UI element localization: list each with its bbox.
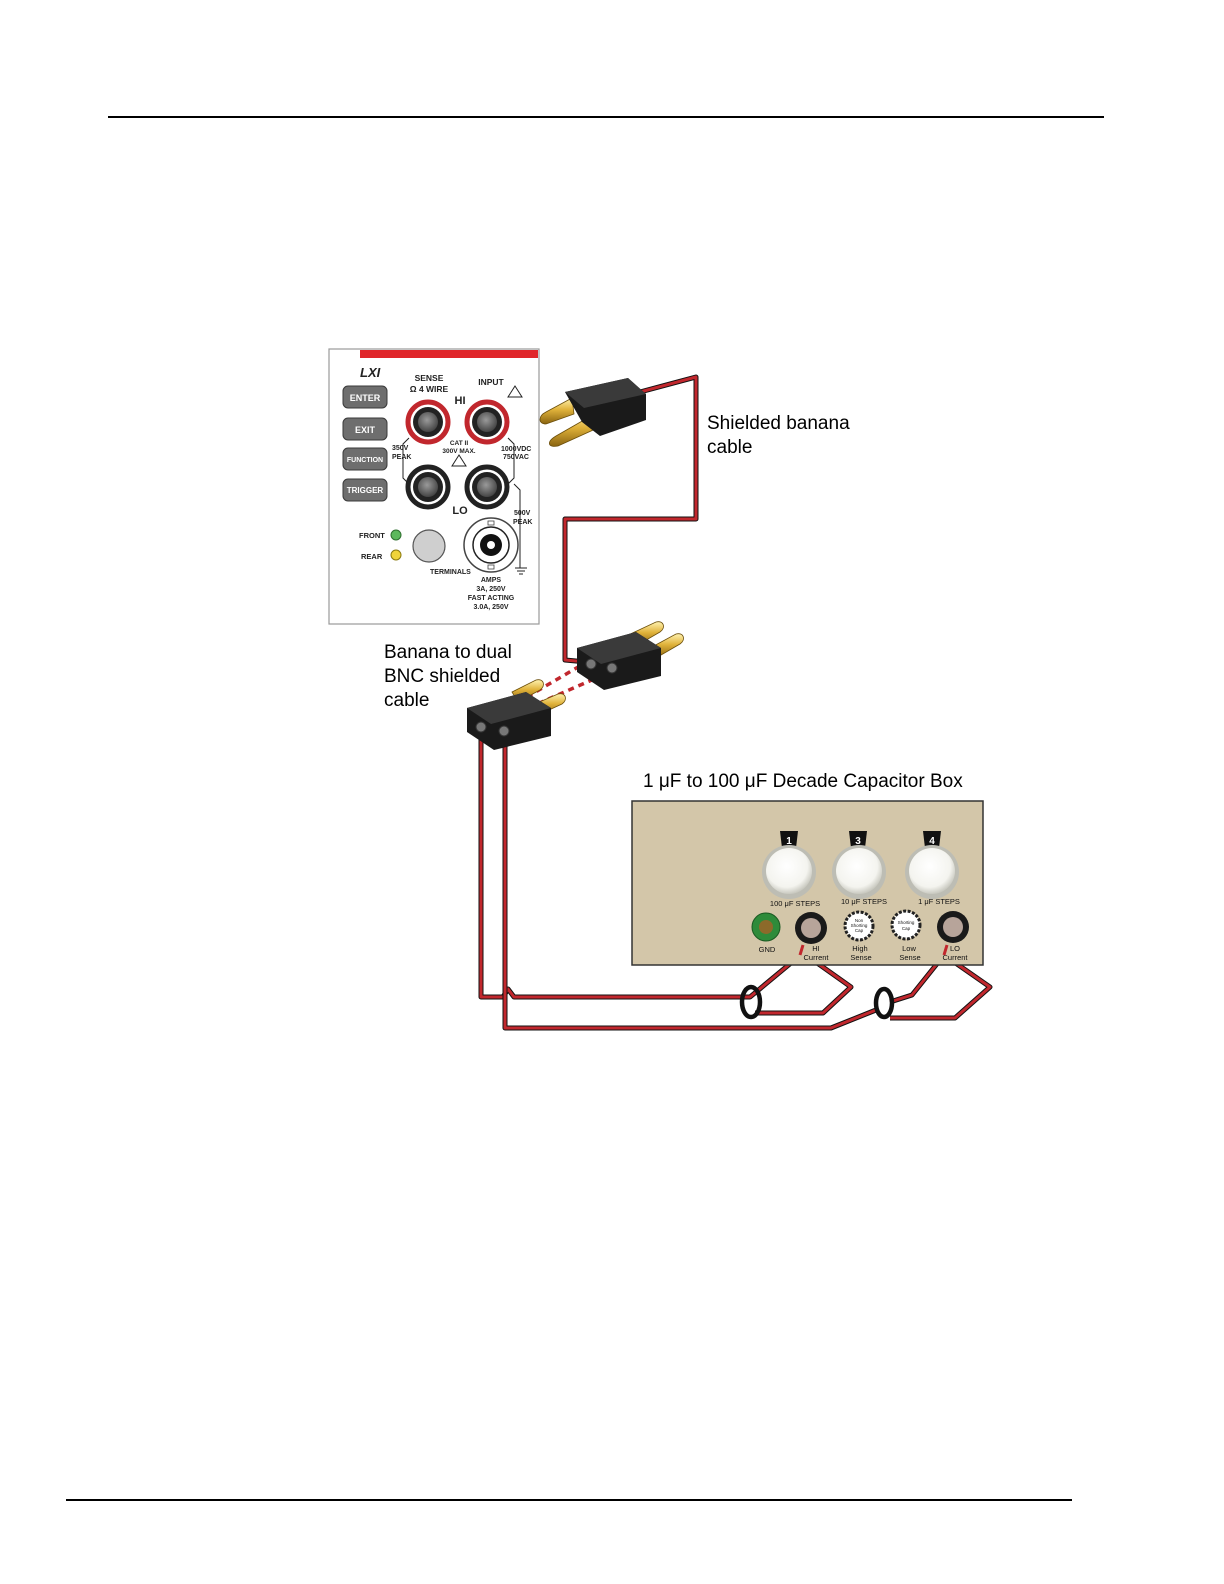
hi-label: HI — [455, 395, 466, 407]
banana-dual-label-1: Banana to dual — [384, 642, 512, 663]
peak2-label: PEAK — [513, 519, 532, 526]
button-enter[interactable]: ENTER — [342, 385, 388, 409]
svg-text:FUNCTION: FUNCTION — [347, 457, 383, 464]
v1000-label: 1000VDC — [501, 446, 531, 453]
lo-current-label-2: Current — [942, 953, 968, 962]
gnd-terminal[interactable] — [751, 912, 781, 942]
svg-text:3: 3 — [855, 836, 861, 847]
sense-label: SENSE — [415, 373, 444, 383]
svg-text:Cap: Cap — [855, 928, 864, 933]
decade-capacitor-box: 1 3 4 100 μF STEPS 10 μF STEPS 1 μF STEP… — [631, 800, 984, 966]
front-label: FRONT — [359, 531, 385, 540]
shielded-banana-label-2: cable — [707, 437, 752, 458]
ground-loop-ring-1 — [739, 984, 763, 1020]
footer-rule — [66, 1499, 1072, 1501]
lxi-logo: LXI — [360, 365, 381, 380]
high-sense-terminal[interactable]: Non Shorting Cap — [843, 910, 875, 942]
lo-current-label: LO — [950, 944, 960, 953]
svg-text:EXIT: EXIT — [355, 425, 376, 435]
v500-label: 500V — [514, 510, 531, 517]
cat-warning-icon — [451, 454, 467, 467]
steps-100uf: 100 μF STEPS — [770, 899, 820, 908]
svg-text:4: 4 — [929, 836, 935, 847]
terminals-label: TERMINALS — [430, 569, 471, 576]
dual-banana-connector-left — [467, 679, 566, 750]
svg-text:Cap: Cap — [902, 926, 911, 931]
shielded-banana-label-1: Shielded banana — [707, 413, 850, 434]
low-sense-label-2: Sense — [899, 953, 920, 962]
knob-10uf[interactable]: 3 — [832, 831, 886, 899]
amps-rating-label: 3A, 250V — [476, 586, 506, 593]
banana-dual-label-2: BNC shielded — [384, 666, 500, 687]
input-lo-terminal[interactable] — [464, 464, 510, 510]
panel-red-stripe — [360, 350, 538, 358]
low-sense-terminal[interactable]: Shorting Cap — [890, 909, 922, 941]
ground-loop-ring-2 — [873, 986, 895, 1020]
button-trigger[interactable]: TRIGGER — [342, 478, 388, 502]
hi-current-label: HI — [812, 944, 820, 953]
peak-label: PEAK — [392, 454, 411, 461]
fuse-rating-label: 3.0A, 250V — [473, 604, 508, 611]
rear-led — [390, 549, 402, 561]
gnd-label: GND — [759, 945, 776, 954]
knob-100uf[interactable]: 1 — [762, 831, 816, 899]
input-hi-terminal[interactable] — [464, 399, 510, 445]
button-function[interactable]: FUNCTION — [342, 447, 388, 471]
button-exit[interactable]: EXIT — [342, 417, 388, 441]
high-sense-label: High — [852, 944, 867, 953]
v350-label: 350V — [392, 445, 409, 452]
v750-label: 750VAC — [503, 454, 529, 461]
amps-label: AMPS — [481, 577, 502, 584]
sense-lo-terminal[interactable] — [405, 464, 451, 510]
fast-acting-label: FAST ACTING — [468, 595, 515, 602]
dual-banana-connector-right — [577, 621, 684, 690]
svg-text:Non: Non — [855, 918, 864, 923]
svg-text:Shorting: Shorting — [851, 923, 868, 928]
cat-label: CAT II — [450, 440, 468, 447]
knob-1uf[interactable]: 4 — [905, 831, 959, 899]
capacitor-box-title: 1 μF to 100 μF Decade Capacitor Box — [643, 771, 963, 792]
instrument-front-panel: LXI ENTER EXIT FUNCTION TRIGGER SENSE Ω … — [328, 348, 540, 625]
high-sense-label-2: Sense — [850, 953, 871, 962]
input-label: INPUT — [478, 377, 504, 387]
svg-text:TRIGGER: TRIGGER — [347, 486, 384, 495]
svg-text:1: 1 — [786, 836, 792, 847]
front-led — [390, 529, 402, 541]
steps-10uf: 10 μF STEPS — [841, 897, 887, 906]
sense-hi-terminal[interactable] — [405, 399, 451, 445]
hi-current-label-2: Current — [803, 953, 829, 962]
cat-max-label: 300V MAX. — [442, 448, 475, 455]
svg-text:Shorting: Shorting — [898, 920, 915, 925]
shielded-banana-connector — [539, 378, 646, 447]
warning-icon — [507, 385, 523, 398]
rear-label: REAR — [361, 552, 383, 561]
banana-dual-label-3: cable — [384, 690, 429, 711]
bnc-cable-b — [502, 730, 993, 1031]
steps-1uf: 1 μF STEPS — [918, 897, 960, 906]
svg-text:ENTER: ENTER — [350, 393, 381, 403]
amps-terminal[interactable] — [463, 517, 519, 573]
sense-4wire-label: Ω 4 WIRE — [410, 384, 449, 394]
terminals-button[interactable] — [412, 529, 446, 563]
ground-icon — [515, 567, 527, 575]
low-sense-label: Low — [902, 944, 916, 953]
header-rule — [108, 116, 1104, 118]
lo-label: LO — [452, 505, 468, 517]
hi-current-terminal[interactable] — [795, 912, 827, 944]
lo-current-terminal[interactable] — [937, 911, 969, 943]
bnc-cable-a — [478, 730, 854, 1016]
